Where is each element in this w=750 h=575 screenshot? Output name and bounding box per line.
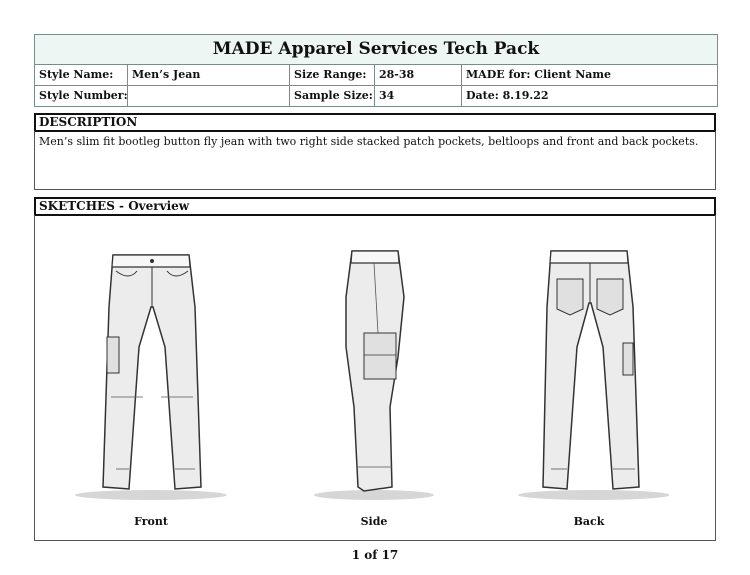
info-row-2: Style Number: Sample Size: 34 Date: 8.19… [35,85,717,106]
page-number: 1 of 17 [351,548,399,562]
sample-size-label: Sample Size: [290,86,375,106]
style-number-value [128,86,290,106]
sketches-panel: Front Side Back [34,215,716,541]
style-name-value: Men’s Jean [128,65,290,85]
size-range-label: Size Range: [290,65,375,85]
description-heading: DESCRIPTION [34,113,716,132]
document-title: MADE Apparel Services Tech Pack [35,35,717,65]
sketches-heading: SKETCHES - Overview [34,197,716,216]
made-for-field: MADE for: Client Name [466,68,612,81]
size-range-value: 28-38 [375,65,462,85]
view-label-front: Front [134,515,168,528]
jeans-front-sketch-icon [71,237,231,507]
view-label-back: Back [573,515,605,528]
jeans-back-sketch-icon [509,237,669,507]
style-name-label: Style Name: [35,65,128,85]
style-number-label: Style Number: [35,86,128,106]
view-label-side: Side [360,515,388,528]
description-text: Men’s slim fit bootleg button fly jean w… [34,131,716,190]
sample-size-value: 34 [375,86,462,106]
jeans-side-sketch-icon [294,237,454,507]
info-row-1: Style Name: Men’s Jean Size Range: 28-38… [35,65,717,85]
date-field: Date: 8.19.22 [466,89,549,102]
tech-pack-header: MADE Apparel Services Tech Pack Style Na… [34,34,718,107]
